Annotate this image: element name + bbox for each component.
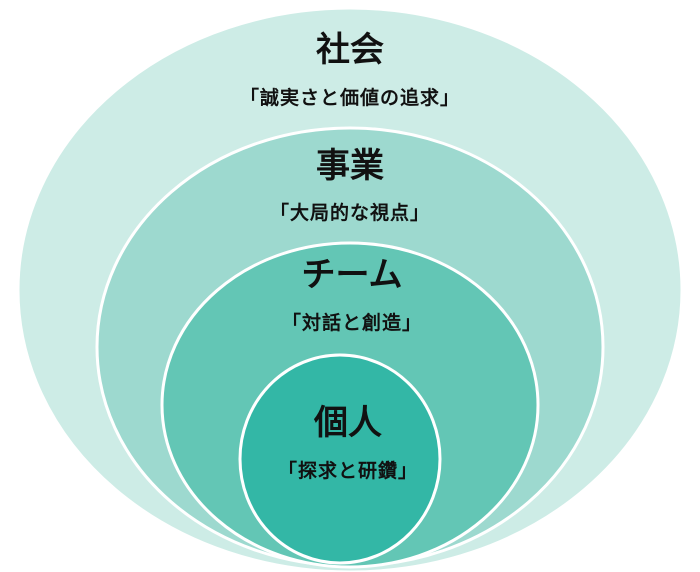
business-subtitle: 「大局的な視点」 xyxy=(270,201,430,224)
society-title: 社会 xyxy=(316,30,384,70)
individual-circle xyxy=(238,353,442,565)
team-title: チーム xyxy=(302,255,403,295)
individual-subtitle: 「探求と研鑽」 xyxy=(278,459,418,482)
business-title: 事業 xyxy=(316,146,384,186)
team-subtitle: 「対話と創造」 xyxy=(282,311,422,334)
society-subtitle: 「誠実さと価値の追求」 xyxy=(240,86,460,109)
individual-title: 個人 xyxy=(313,403,382,443)
